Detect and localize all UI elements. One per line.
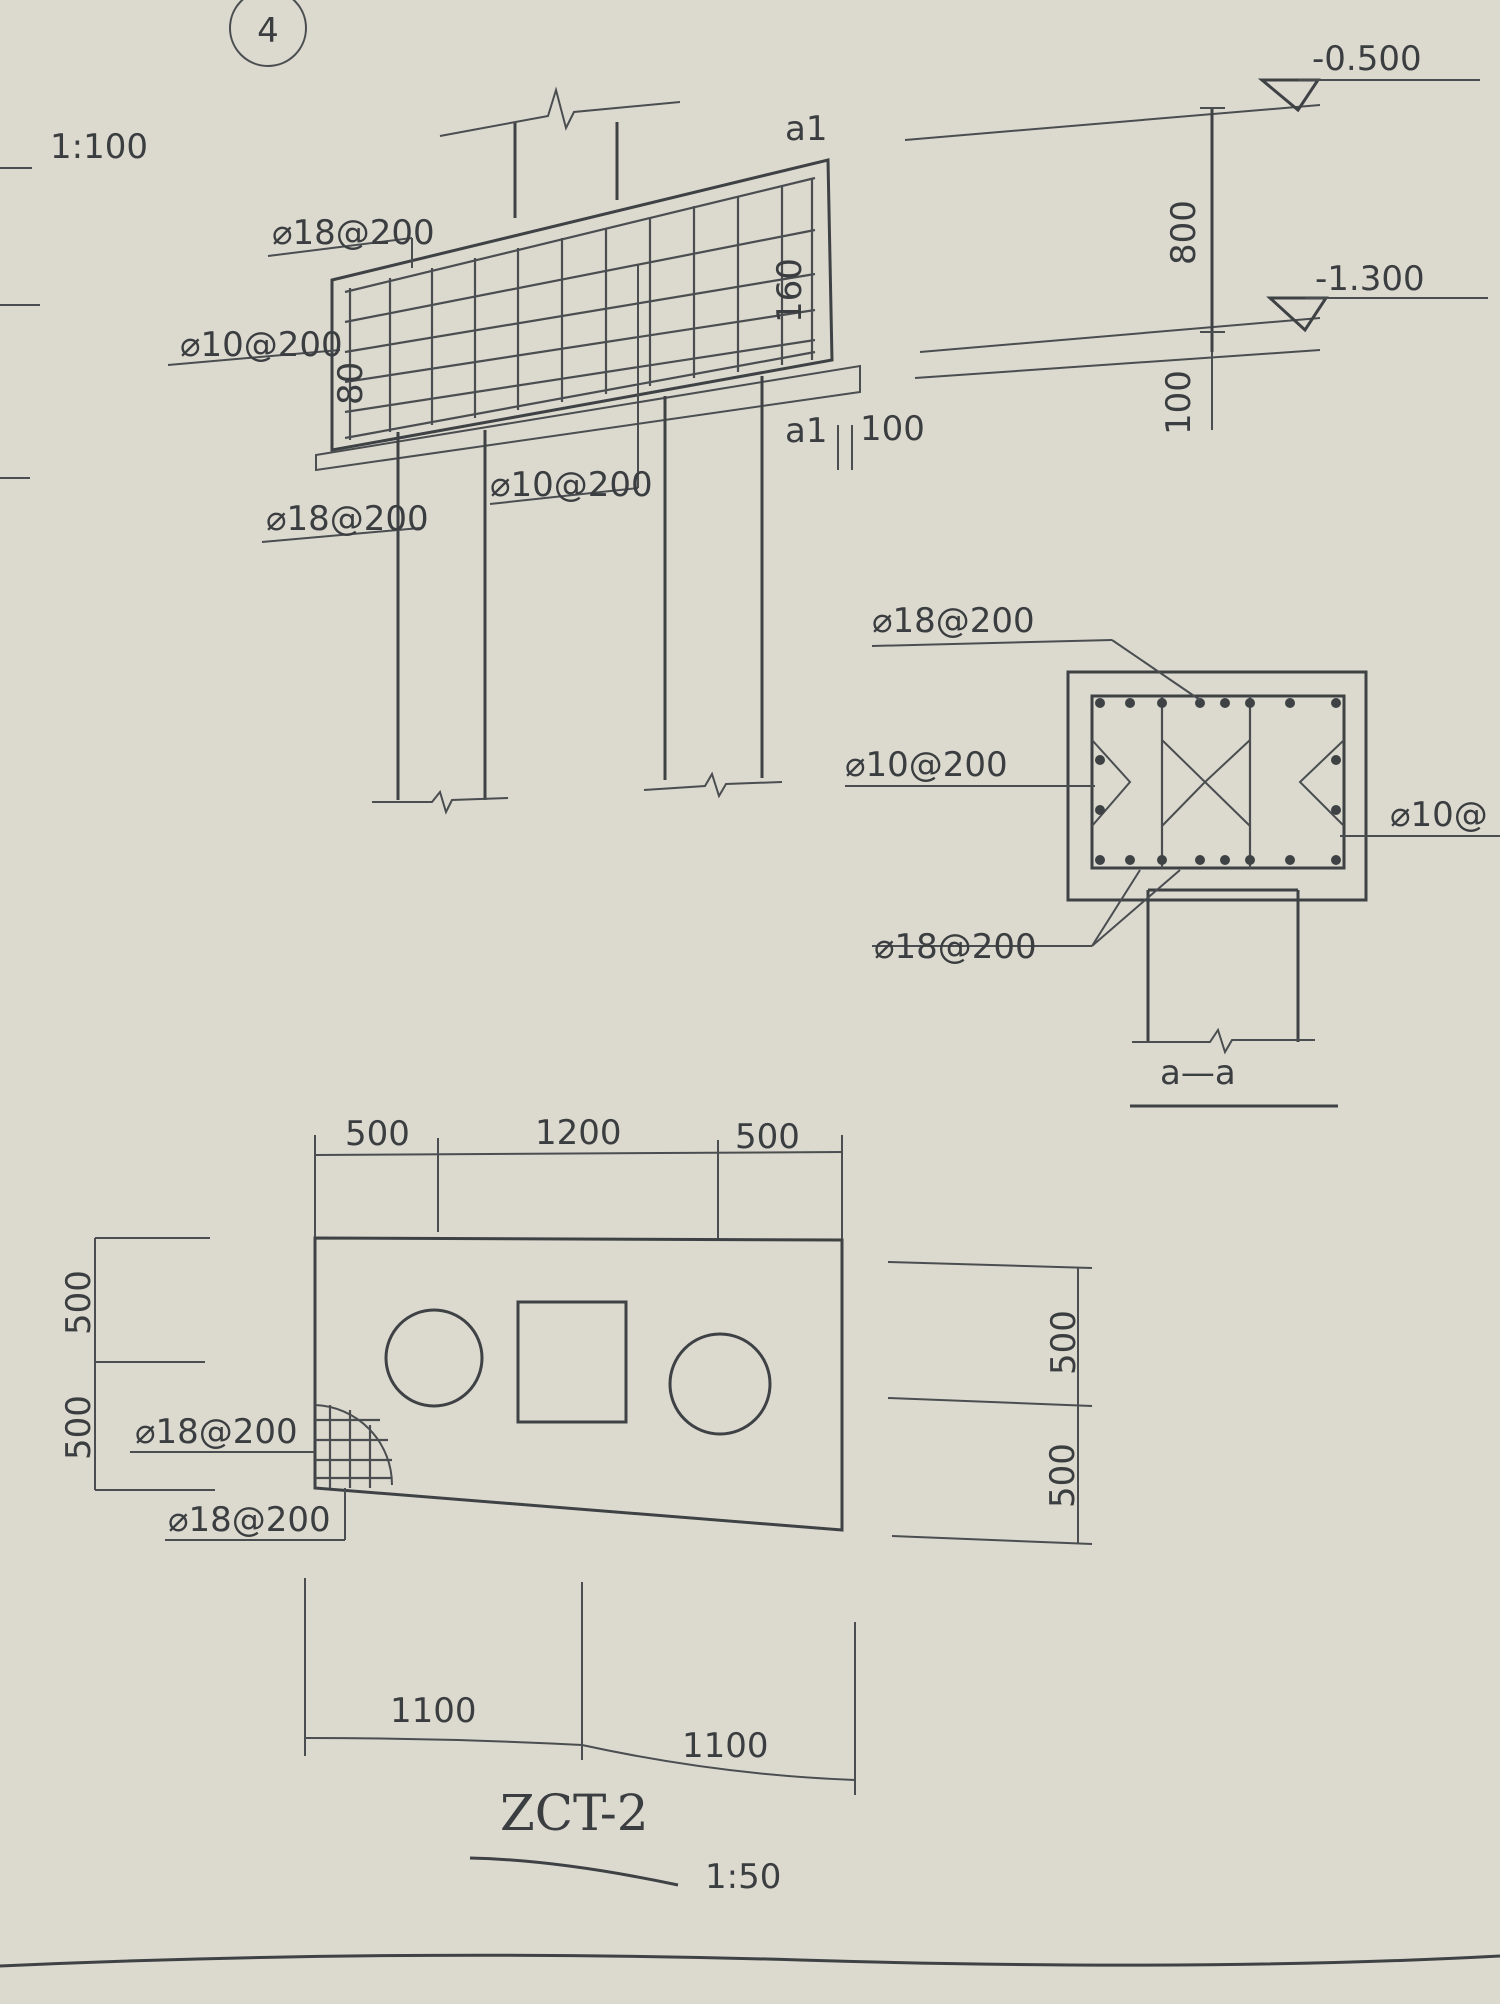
- gap-100: 100: [860, 409, 925, 449]
- plan-top-dim-1: 500: [345, 1114, 410, 1154]
- section-rebar-10-left: ⌀10@200: [845, 745, 1008, 785]
- elevation-bottom: -1.300: [1315, 259, 1425, 299]
- plan-top-dim-2: 1200: [535, 1113, 622, 1153]
- left-edge-fragments: 1:100: [0, 127, 148, 479]
- plan-left-dim-2: 500: [59, 1395, 99, 1460]
- section-rebar-18-bottom: ⌀18@200: [874, 927, 1037, 967]
- level-diagram: 800 100 -0.500 -1.300: [904, 39, 1488, 435]
- detail-marker-number: 4: [257, 11, 279, 51]
- drawing-title: ZCT-2: [500, 1784, 649, 1842]
- section-aa: ⌀18@200 ⌀10@200 ⌀10@ ⌀18@200 a—a: [845, 601, 1500, 1108]
- scale-bottom: 1:50: [705, 1857, 781, 1897]
- plan-top-dim-3: 500: [735, 1117, 800, 1157]
- sheet-border-bottom: [0, 1953, 1500, 1968]
- plan-right-dim-1: 500: [1044, 1310, 1084, 1375]
- rebar-label-10-left: ⌀10@200: [180, 325, 343, 365]
- section-mark-a1-bottom: a1: [785, 411, 827, 451]
- plan-rebar-18-upper: ⌀18@200: [135, 1412, 298, 1452]
- scale-top: 1:100: [50, 127, 148, 167]
- section-rebar-18-top: ⌀18@200: [872, 601, 1035, 641]
- rebar-label-18-top: ⌀18@200: [272, 213, 435, 253]
- detail-marker: 4: [229, 0, 307, 67]
- section-rebar-10-right: ⌀10@: [1390, 795, 1488, 835]
- section-mark-a1-top: a1: [785, 109, 827, 149]
- section-title: a—a: [1160, 1053, 1236, 1093]
- plan-rebar-18-lower: ⌀18@200: [168, 1500, 331, 1540]
- cover-80: 80: [331, 362, 371, 405]
- elevation-top: -0.500: [1312, 39, 1422, 79]
- plan-view: 500 1200 500 ⌀18@200 ⌀18@200 500 500: [59, 1113, 1093, 1795]
- drawing-title-block: ZCT-2 1:50: [469, 1784, 781, 1897]
- plan-bottom-dim-1: 1100: [390, 1691, 477, 1731]
- cover-160: 160: [770, 258, 810, 323]
- height-800: 800: [1164, 200, 1204, 265]
- height-100: 100: [1159, 370, 1199, 435]
- elevation-view: ⌀18@200 ⌀10@200 ⌀18@200 ⌀10@200 80 160 a…: [167, 86, 925, 815]
- plan-left-dim-1: 500: [59, 1270, 99, 1335]
- section-rebar-dots: [1095, 698, 1341, 865]
- plan-bottom-dim-2: 1100: [682, 1726, 769, 1766]
- rebar-label-10-mid: ⌀10@200: [490, 465, 653, 505]
- plan-right-dim-2: 500: [1043, 1443, 1083, 1508]
- rebar-label-18-bottom: ⌀18@200: [266, 499, 429, 539]
